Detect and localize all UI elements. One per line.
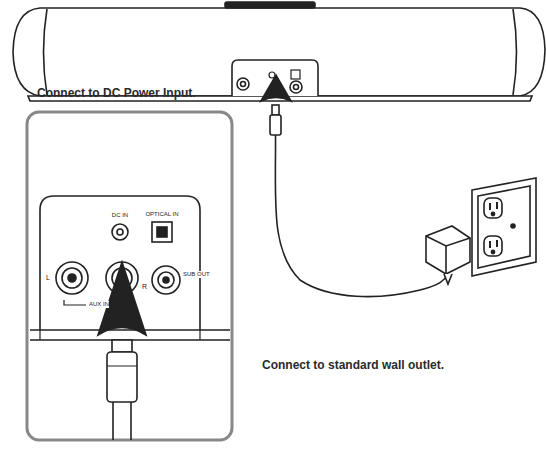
port-label: R bbox=[142, 283, 147, 291]
port-label: OPTICAL IN bbox=[145, 211, 178, 218]
caption-text: Connect to standard wall outlet. bbox=[262, 359, 444, 372]
heading-text: Connect to DC Power Input. bbox=[37, 87, 196, 100]
port-label: SUB OUT bbox=[183, 271, 210, 278]
port-label: DC IN bbox=[112, 212, 128, 219]
port-label: L bbox=[46, 274, 50, 282]
port-label: AUX IN bbox=[89, 301, 109, 308]
